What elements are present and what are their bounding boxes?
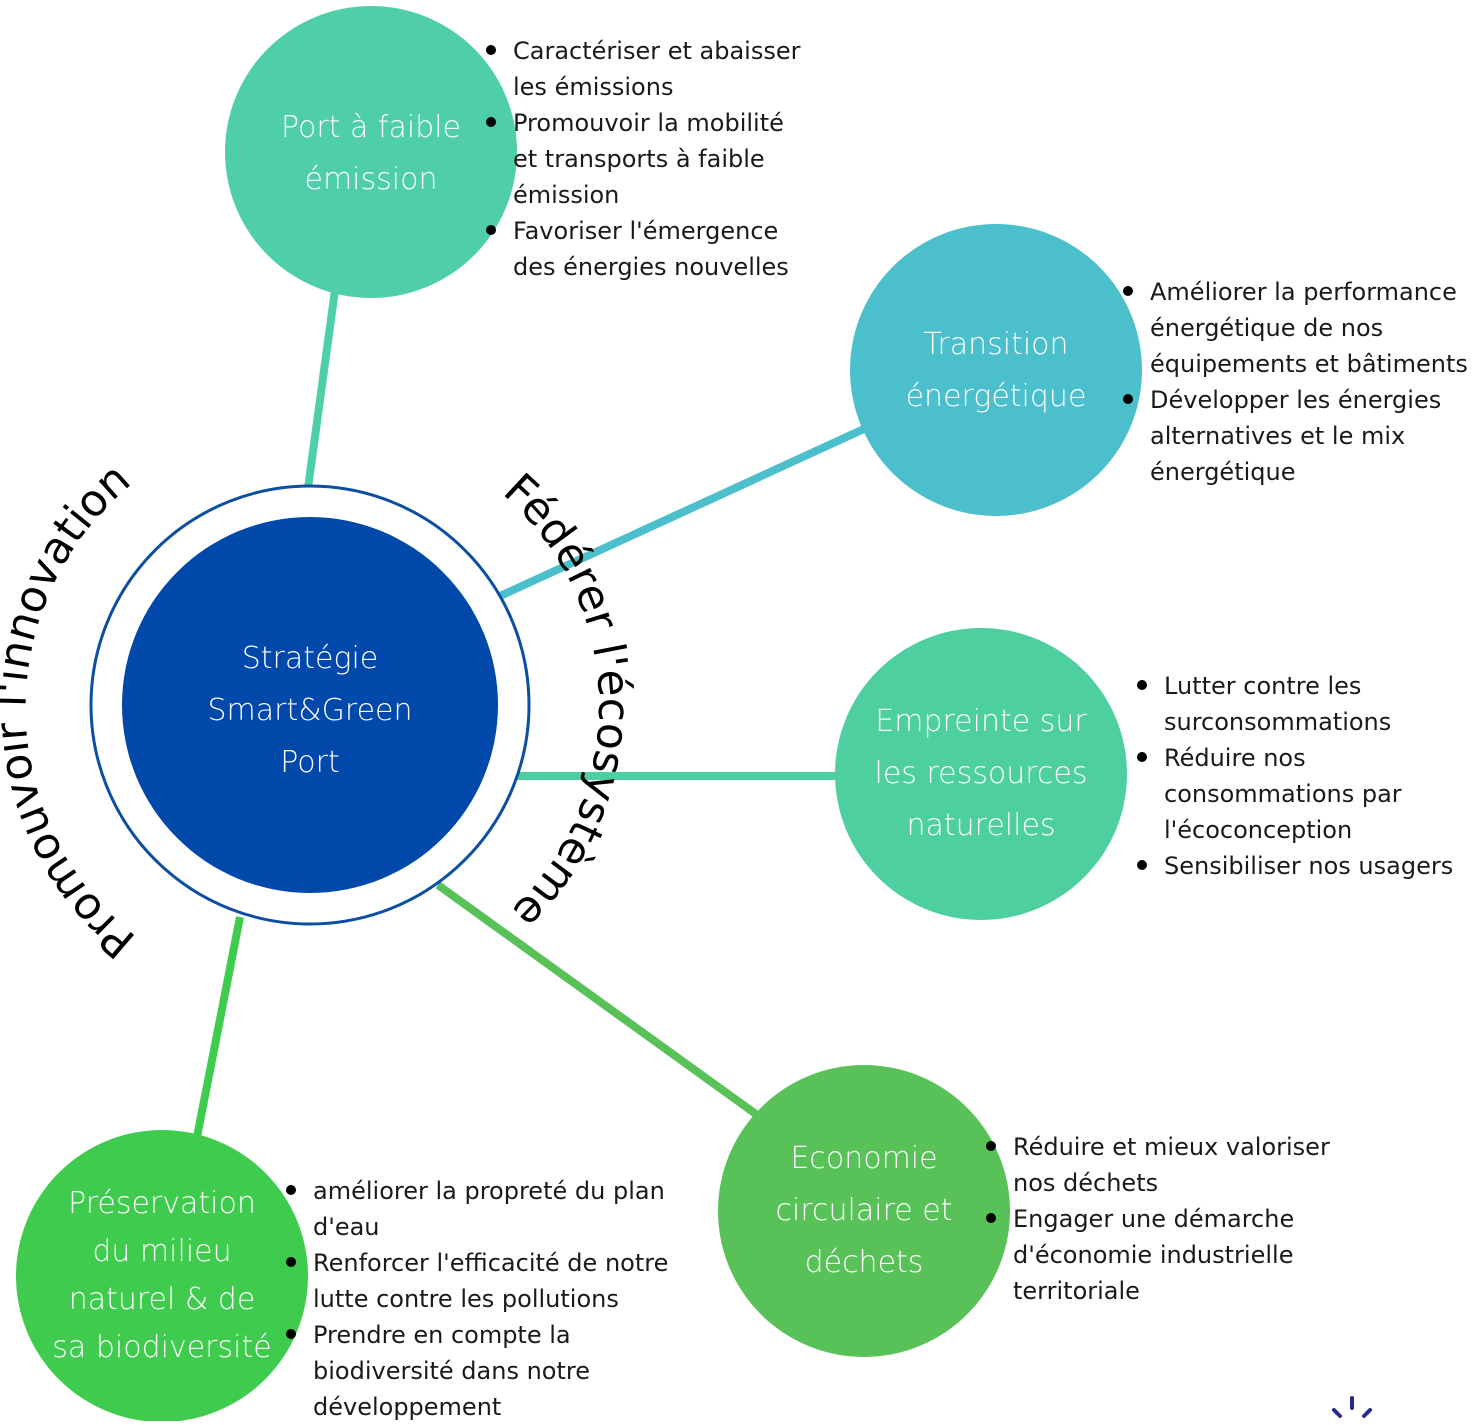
node-label-line: les ressources bbox=[874, 756, 1088, 791]
node-label-transition-energetique: Transition énergétique bbox=[866, 319, 1126, 423]
bullets-preservation-milieu: améliorer la propreté du plan d'eau Renf… bbox=[286, 1173, 683, 1425]
center-label: Stratégie Smart&Green Port bbox=[160, 633, 460, 789]
node-label-line: émission bbox=[304, 162, 438, 197]
node-label-line: du milieu bbox=[92, 1234, 232, 1269]
bullet-item: améliorer la propreté du plan d'eau bbox=[286, 1173, 683, 1245]
connector-preservation-milieu bbox=[192, 916, 244, 1143]
center-circle bbox=[122, 517, 498, 893]
node-label-empreinte-ressources: Empreinte sur les ressources naturelles bbox=[851, 696, 1111, 852]
connector-economie-circulaire bbox=[435, 881, 763, 1121]
bullet-item: Prendre en compte la biodiversité dans n… bbox=[286, 1317, 683, 1425]
node-label-line: circulaire et bbox=[775, 1193, 953, 1228]
node-label-line: Port à faible bbox=[280, 110, 462, 145]
bullets-port-faible-emission: Caractériser et abaisser les émissions P… bbox=[486, 33, 803, 285]
bullet-item: Développer les énergies alternatives et … bbox=[1123, 382, 1470, 490]
bullet-item: Renforcer l'efficacité de notre lutte co… bbox=[286, 1245, 683, 1317]
bullet-item: Sensibiliser nos usagers bbox=[1137, 848, 1464, 884]
node-label-line: énergétique bbox=[905, 379, 1087, 414]
node-label-line: naturel & de bbox=[68, 1282, 256, 1317]
center-label-line: Port bbox=[280, 745, 340, 780]
node-label-preservation-milieu: Préservation du milieu naturel & de sa b… bbox=[22, 1180, 302, 1372]
bullets-economie-circulaire: Réduire et mieux valoriser nos déchets E… bbox=[986, 1129, 1343, 1309]
node-label-line: Transition bbox=[923, 327, 1069, 362]
connector-transition-energetique bbox=[496, 424, 868, 601]
node-label-line: déchets bbox=[804, 1245, 924, 1280]
connector-port-faible-emission bbox=[304, 289, 339, 489]
center-label-line: Smart&Green bbox=[207, 693, 413, 728]
circle-economie-circulaire bbox=[718, 1065, 1010, 1357]
node-label-economie-circulaire: Economie circulaire et déchets bbox=[734, 1133, 994, 1289]
circle-preservation-milieu bbox=[16, 1130, 308, 1421]
bullet-item: Réduire et mieux valoriser nos déchets bbox=[986, 1129, 1343, 1201]
bullets-transition-energetique: Améliorer la performance énergétique de … bbox=[1123, 274, 1470, 490]
node-label-line: Economie bbox=[790, 1141, 938, 1176]
circle-port-faible-emission bbox=[225, 6, 517, 298]
bullet-item: Améliorer la performance énergétique de … bbox=[1123, 274, 1470, 382]
circle-empreinte-ressources bbox=[835, 628, 1127, 920]
bullet-item: Caractériser et abaisser les émissions bbox=[486, 33, 803, 105]
bullet-item: Réduire nos consommations par l'écoconce… bbox=[1137, 740, 1464, 848]
node-label-line: Empreinte sur bbox=[875, 704, 1087, 739]
center-label-line: Stratégie bbox=[241, 641, 379, 676]
bullet-item: Favoriser l'émergence des énergies nouve… bbox=[486, 213, 803, 285]
node-label-port-faible-emission: Port à faible émission bbox=[246, 102, 496, 206]
sun-logo-icon bbox=[1332, 1396, 1372, 1418]
bullet-item: Promouvoir la mobilité et transports à f… bbox=[486, 105, 803, 213]
bullets-empreinte-ressources: Lutter contre les surconsommations Rédui… bbox=[1137, 668, 1464, 884]
node-label-line: Préservation bbox=[68, 1186, 256, 1221]
bullet-item: Engager une démarche d'économie industri… bbox=[986, 1201, 1343, 1309]
bullet-item: Lutter contre les surconsommations bbox=[1137, 668, 1464, 740]
circle-transition-energetique bbox=[850, 224, 1142, 516]
node-label-line: sa biodiversité bbox=[52, 1330, 272, 1365]
node-label-line: naturelles bbox=[906, 808, 1056, 843]
